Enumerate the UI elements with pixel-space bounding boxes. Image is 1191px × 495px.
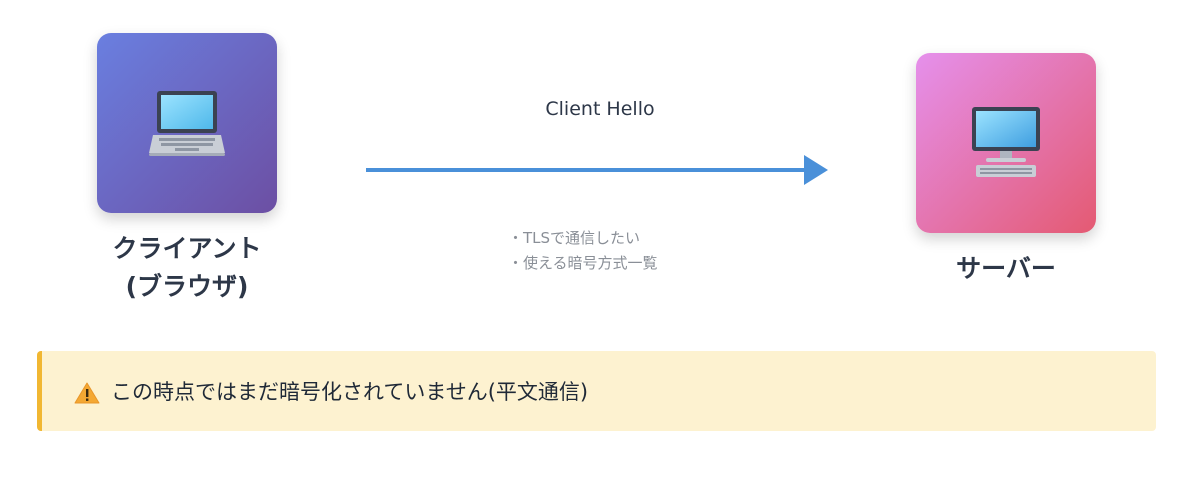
warning-icon xyxy=(74,382,100,404)
note-item: ・TLSで通信したい xyxy=(508,229,641,247)
client-label-line1: クライアント xyxy=(112,234,262,263)
arrow-right-icon xyxy=(366,155,828,185)
client-label: クライアント (ブラウザ) xyxy=(67,230,307,306)
note-item: ・使える暗号方式一覧 xyxy=(508,254,658,272)
laptop-icon xyxy=(149,91,225,156)
client-node xyxy=(97,33,277,213)
server-label: サーバー xyxy=(956,254,1056,283)
client-label-line2: (ブラウザ) xyxy=(125,272,249,301)
notice-text: この時点ではまだ暗号化されていません(平文通信) xyxy=(111,380,589,404)
message-notes: ・TLSで通信したい ・使える暗号方式一覧 xyxy=(508,226,658,276)
server-node xyxy=(916,53,1096,233)
desktop-computer-icon xyxy=(972,107,1040,177)
message-label: Client Hello xyxy=(545,98,655,120)
warning-notice: この時点ではまだ暗号化されていません(平文通信) xyxy=(37,351,1156,431)
